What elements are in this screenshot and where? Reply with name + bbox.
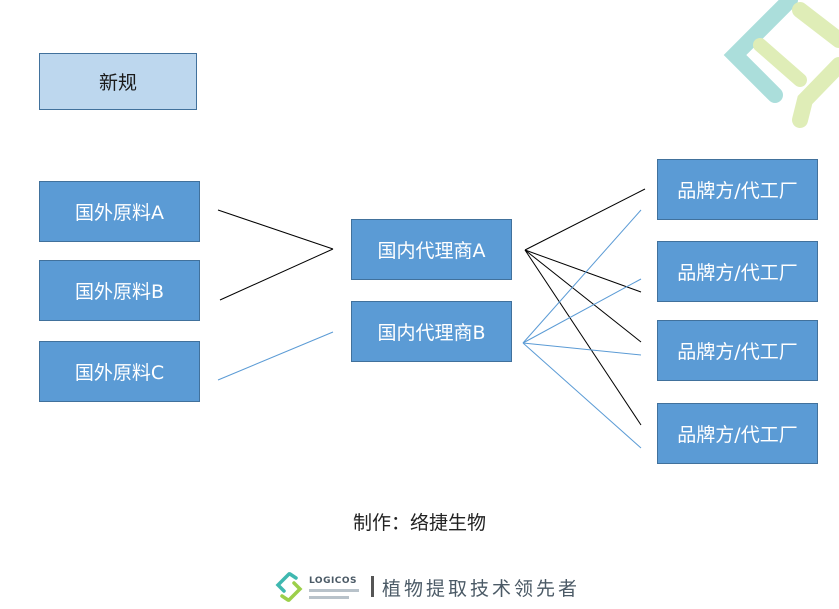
line-sourceA-agentA: [217, 209, 334, 250]
brand-box-2: 品牌方/代工厂: [657, 241, 818, 302]
footer-separator: [371, 576, 374, 597]
source-box-b: 国外原料B: [39, 260, 200, 321]
line-agentB-brand1: [522, 209, 642, 344]
logo-tagline-en: [309, 588, 359, 594]
author-credit: 制作：络捷生物: [352, 512, 486, 534]
line-agentB-brand4: [522, 342, 642, 449]
corner-logo-shape: [723, 0, 839, 128]
agent-box-a: 国内代理商A: [351, 219, 512, 280]
brand-box-1: 品牌方/代工厂: [657, 159, 818, 220]
line-agentA-brand4: [524, 249, 642, 426]
line-sourceC-agentB: [217, 331, 334, 381]
line-agentA-brand2: [524, 249, 642, 293]
logo-tagline-cn: [309, 595, 349, 601]
footer-slogan: 植物提取技术领先者: [382, 578, 581, 600]
line-agentA-brand3: [524, 249, 642, 343]
line-agentB-brand3: [522, 342, 642, 356]
line-sourceB-agentA: [219, 248, 334, 301]
source-box-a: 国外原料A: [39, 181, 200, 242]
brand-box-3: 品牌方/代工厂: [657, 320, 818, 381]
agent-box-b: 国内代理商B: [351, 301, 512, 362]
logicos-logo-icon: [275, 572, 303, 602]
source-box-c: 国外原料C: [39, 341, 200, 402]
new-regulation-box: 新规: [39, 53, 197, 110]
line-agentB-brand2: [522, 278, 642, 344]
brand-box-4: 品牌方/代工厂: [657, 403, 818, 464]
line-agentA-brand1: [524, 188, 646, 251]
logo-name: LOGICOS: [309, 576, 358, 586]
